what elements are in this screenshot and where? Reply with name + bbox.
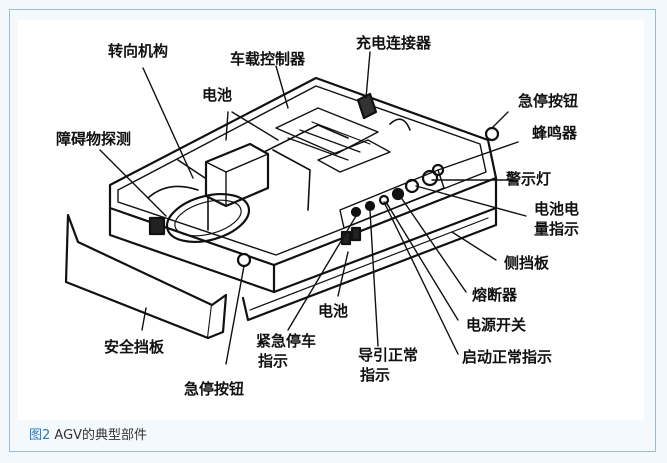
label-controller: 车载控制器 (230, 50, 306, 68)
agv-diagram: 转向机构 车载控制器 充电连接器 电池 障碍物探测 急停按钮 蜂鸣器 警示灯 电… (18, 20, 644, 420)
label-fuse: 熔断器 (472, 286, 518, 304)
label-steering: 转向机构 (108, 42, 169, 60)
label-obstacle: 障碍物探测 (56, 130, 132, 148)
label-guide-1: 导引正常 (358, 346, 419, 364)
label-charger: 充电连接器 (356, 34, 432, 52)
estop-knob-front (236, 252, 252, 268)
agv-drawing (64, 51, 527, 365)
controller-board (275, 107, 379, 155)
safety-guard-plate (64, 213, 214, 340)
figure-caption: 图2 AGV的典型部件 (29, 424, 147, 443)
label-battery-indicator-2: 量指示 (534, 220, 580, 238)
label-estop-right: 急停按钮 (518, 92, 579, 110)
label-warning-light: 警示灯 (506, 170, 552, 188)
label-guide-2: 指示 (360, 366, 391, 384)
label-battery-top: 电池 (202, 86, 233, 104)
label-battery-bottom: 电池 (318, 302, 349, 320)
label-start-indicator: 启动正常指示 (462, 348, 553, 366)
estop-knob-right (484, 126, 500, 142)
label-power-switch: 电源开关 (466, 316, 527, 334)
label-buzzer: 蜂鸣器 (532, 124, 578, 142)
obstacle-sensor (148, 216, 166, 236)
chassis-front (108, 206, 276, 294)
control-panel (339, 169, 445, 229)
label-side-guard: 侧挡板 (504, 254, 550, 272)
label-emergency-ind-1: 紧急停车 (256, 332, 317, 350)
caption-text: AGV的典型部件 (50, 428, 148, 443)
steering-disc (165, 193, 251, 243)
figure-number: 图2 (29, 428, 51, 443)
label-emergency-ind-2: 指示 (258, 352, 289, 370)
label-battery-indicator-1: 电池电 (534, 200, 580, 218)
label-safety-guard: 安全挡板 (104, 338, 165, 356)
label-estop-bottom: 急停按钮 (184, 380, 245, 398)
